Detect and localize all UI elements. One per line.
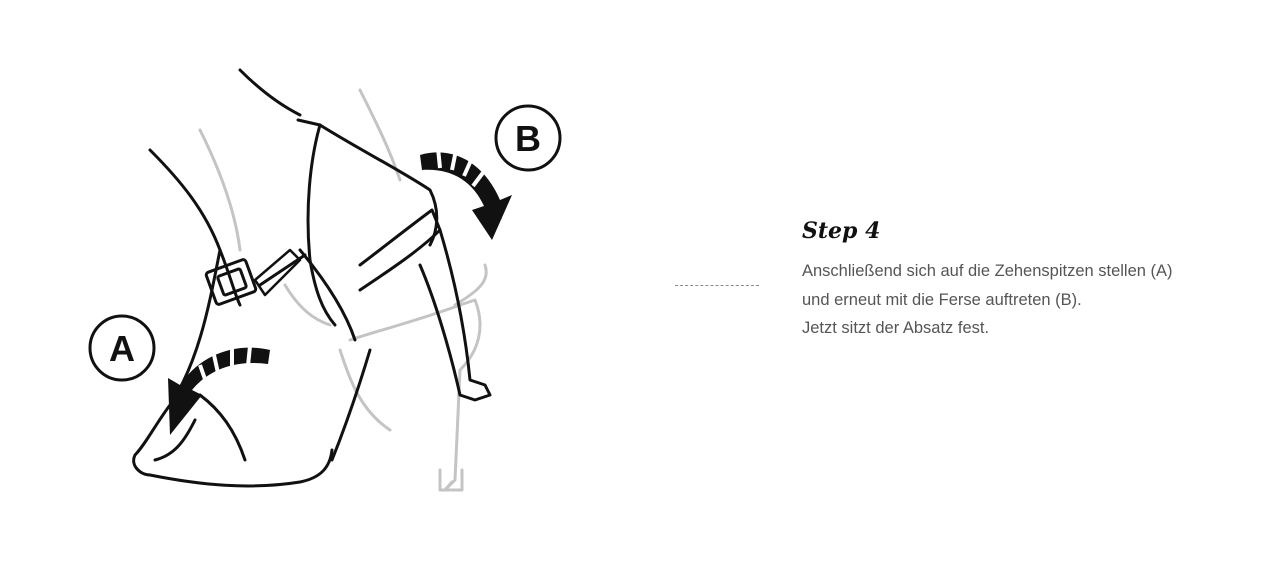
label-b-text: B bbox=[515, 118, 541, 159]
label-a-badge: A bbox=[88, 314, 156, 382]
foot-outline bbox=[132, 68, 492, 488]
step-line-2: und erneut mit die Ferse auftreten (B). bbox=[802, 290, 1082, 309]
dashed-divider bbox=[675, 285, 759, 286]
sandal-drawing: B A bbox=[88, 68, 562, 492]
arrow-a-icon bbox=[168, 347, 270, 435]
step-title: Step 4 bbox=[802, 218, 881, 244]
label-a-text: A bbox=[109, 328, 135, 369]
label-b-badge: B bbox=[494, 104, 562, 172]
sandal-illustration: B A bbox=[60, 50, 620, 520]
step-instructions: Step 4 Anschließend sich auf die Zehensp… bbox=[802, 215, 1262, 343]
arrow-b-icon bbox=[420, 152, 512, 240]
step-line-3: Jetzt sitzt der Absatz fest. bbox=[802, 319, 990, 337]
step-line-1: Anschließend sich auf die Zehenspitzen s… bbox=[802, 262, 1173, 280]
